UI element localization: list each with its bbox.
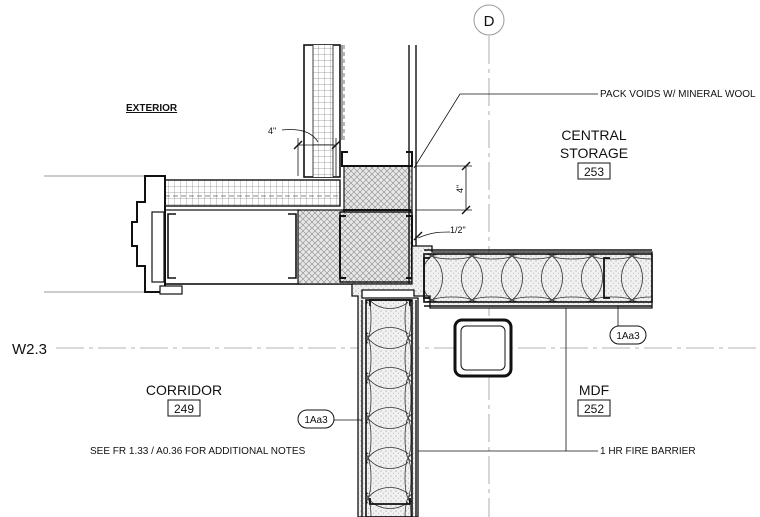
grid-bubble-d: D — [473, 4, 505, 36]
dimension-top — [281, 129, 341, 176]
svg-text:1Aa3: 1Aa3 — [616, 331, 640, 342]
see-notes-text: SEE FR 1.33 / A0.36 FOR ADDITIONAL NOTES — [90, 446, 306, 457]
horizontal-rated-wall — [423, 249, 653, 307]
interior-wall-upper — [408, 45, 417, 290]
room-number: 253 — [584, 165, 604, 179]
leader-lines — [334, 93, 619, 452]
room-tag-central-storage: CENTRAL STORAGE 253 — [560, 127, 628, 180]
room-name-line1: MDF — [579, 382, 609, 398]
exterior-label: EXTERIOR — [126, 103, 178, 114]
room-number: 252 — [584, 402, 604, 416]
exterior-cladding — [131, 175, 183, 295]
dim-label-top: 4" — [268, 126, 276, 136]
vertical-rated-wall — [361, 299, 417, 517]
pack-voids-note: PACK VOIDS W/ MINERAL WOOL — [600, 89, 756, 100]
dim-label-side: 4" — [455, 185, 465, 193]
dim-label-half: 1/2" — [450, 225, 466, 235]
mineral-wool-infill — [297, 165, 413, 285]
room-tag-mdf: MDF 252 — [577, 382, 611, 417]
svg-text:1Aa3: 1Aa3 — [304, 415, 328, 426]
exterior-horizontal-band — [164, 179, 341, 207]
wall-type-tag-left: 1Aa3 — [297, 409, 335, 429]
fire-barrier-note: 1 HR FIRE BARRIER — [600, 446, 696, 457]
wall-type-tag-right: 1Aa3 — [609, 325, 647, 345]
room-name-line2: STORAGE — [560, 145, 628, 161]
duct-shaft — [453, 318, 513, 378]
dimension-side — [416, 161, 472, 215]
room-number: 249 — [174, 402, 194, 416]
grid-label-d: D — [484, 13, 495, 30]
exterior-upper-wall — [303, 44, 345, 178]
exterior-ref-lines — [44, 175, 160, 293]
dimension-half — [413, 231, 451, 241]
room-name-line1: CENTRAL — [561, 127, 627, 143]
grid-label-w23: W2.3 — [12, 341, 47, 358]
room-name-line1: CORRIDOR — [146, 382, 222, 398]
room-tag-corridor: CORRIDOR 249 — [146, 382, 222, 417]
